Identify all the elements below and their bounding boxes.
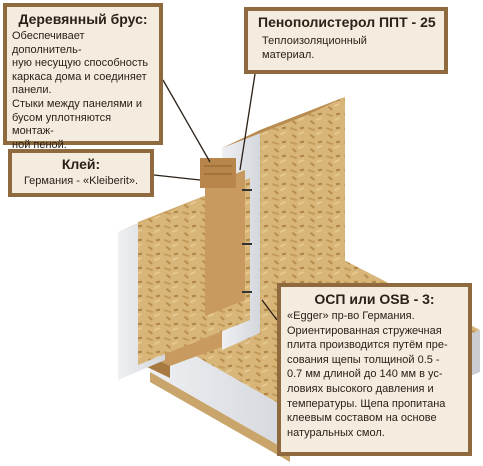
callout-wooden-beam-line: ной пеной. [12,138,67,151]
callout-polystyrene-title: Пенополистерол ППТ - 25 [258,14,436,30]
callout-osb-line: «Egger» пр-во Германия. [287,310,415,322]
callout-osb-line: температуры. Щепа пропитана [287,397,446,410]
callout-wooden-beam-line: Обеспечивает дополнитель- [12,30,85,56]
callout-wooden-beam-title: Деревянный брус: [18,11,148,27]
leader-glue [153,174,201,181]
back-panel-face [260,97,345,333]
callout-osb-line: Ориентированная стружечная [287,324,442,337]
center-beam [205,170,245,316]
callout-osb-line: плита производится путём пре- [287,339,448,352]
callout-glue-text: Германия - «Kleiberit». [23,175,139,187]
floor-foam-side [150,330,290,452]
callout-polystyrene: Пенополистерол ППТ - 25 Теплоизоляционны… [244,7,448,74]
leader-brus [162,79,211,163]
floor-osb-edge [150,372,290,462]
callout-wooden-beam-line: Стыки между панелями и [12,97,142,110]
callout-polystyrene-line: Теплоизоляционный [262,35,367,47]
callout-wooden-beam: Деревянный брус: Обеспечивает дополнител… [3,3,163,151]
callout-wooden-beam-line: бусом уплотняются монтаж- [12,111,112,138]
callout-osb-line: натуральных смол. [287,426,385,439]
callout-osb-line: ловиях высокого давления и [287,382,434,395]
back-panel-top [222,97,345,148]
callout-wooden-beam-line: ную несущую способность [12,57,149,70]
leader-osb [261,299,278,321]
callout-wooden-beam-line: панели. [12,84,52,97]
callout-polystyrene-line: материал. [262,48,315,61]
callout-wooden-beam-line: каркаса дома и соединяет [12,70,147,83]
beam-end-grain [200,158,236,188]
leader-pps [239,73,256,171]
callout-osb-line: клеевым составом на основе [287,412,437,425]
callout-osb-title: ОСП или OSB - 3: [314,291,435,307]
callout-osb-line: сования щепы толщиной 0.5 - [287,353,440,366]
callout-glue: Клей: Германия - «Kleiberit». [8,149,154,197]
callout-glue-title: Клей: [61,156,101,172]
callout-osb-line: 0.7 мм длиной до 140 мм в ус- [287,368,443,381]
callout-osb: ОСП или OSB - 3: «Egger» пр-во Германия.… [277,283,472,456]
